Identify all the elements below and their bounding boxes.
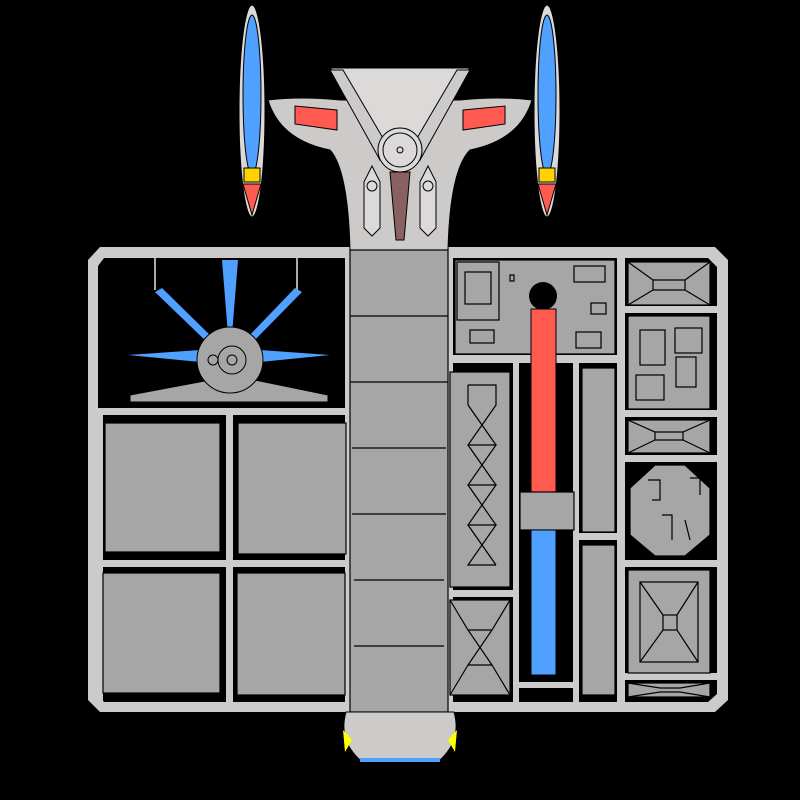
light-right	[448, 730, 457, 752]
central-column	[349, 249, 449, 713]
frame-bar	[98, 408, 350, 415]
antenna-dish	[128, 260, 330, 403]
panel	[104, 422, 221, 553]
panel	[236, 572, 346, 696]
frame-bar	[98, 560, 350, 567]
fighter-left	[363, 164, 381, 237]
control-panel	[454, 259, 616, 355]
panel	[581, 544, 616, 696]
light-left	[343, 730, 352, 752]
octagon-part	[629, 464, 711, 557]
frame-bar	[226, 408, 233, 702]
strut-part	[449, 371, 511, 696]
panel	[237, 422, 347, 555]
blue-strip	[360, 758, 440, 762]
spine-detail	[389, 171, 411, 241]
engine-pod-left	[238, 4, 266, 218]
vent-grille-right	[462, 105, 506, 131]
fighter-right	[419, 164, 437, 237]
frame-bar	[617, 258, 625, 702]
panel	[102, 572, 221, 694]
panel	[581, 367, 616, 533]
hull-top	[267, 67, 533, 251]
right-panels	[627, 261, 711, 698]
hatch-circle	[377, 127, 423, 173]
vent-grille-left	[294, 105, 338, 131]
power-rod	[519, 308, 575, 676]
engine-pod-right	[533, 4, 561, 218]
hull-bottom-cap	[343, 711, 457, 762]
